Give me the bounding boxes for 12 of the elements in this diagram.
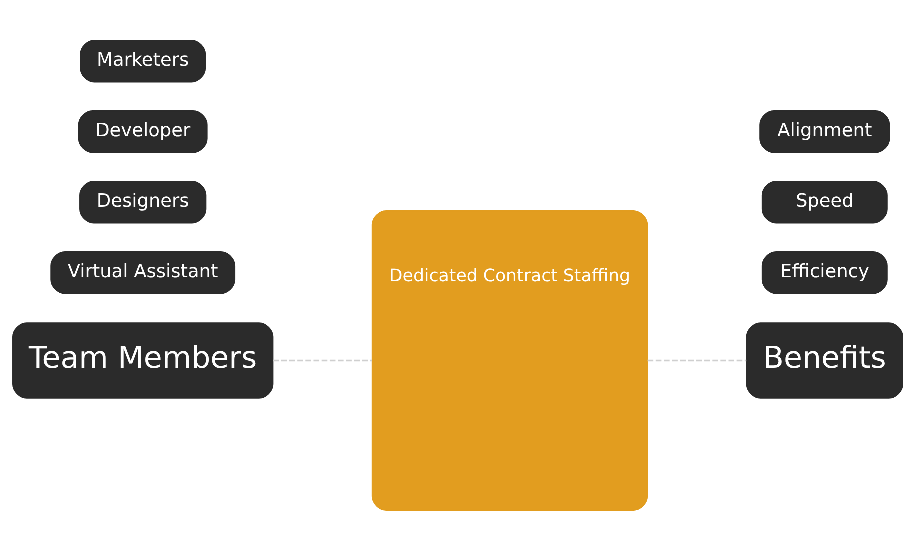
node-box: Speed bbox=[762, 181, 888, 224]
node-box: Efficiency bbox=[762, 252, 888, 294]
connector bbox=[648, 360, 747, 362]
node-box: Developer bbox=[78, 110, 208, 154]
node-box: Team Members bbox=[12, 322, 274, 399]
connector bbox=[273, 360, 372, 362]
node-box: Dedicated Contract Staffing bbox=[372, 210, 648, 511]
node-box: Marketers bbox=[80, 40, 206, 83]
node-box: Designers bbox=[80, 181, 207, 224]
node-box: Benefits bbox=[746, 322, 904, 399]
node-box: Virtual Assistant bbox=[50, 252, 236, 294]
node-box: Alignment bbox=[760, 110, 890, 154]
